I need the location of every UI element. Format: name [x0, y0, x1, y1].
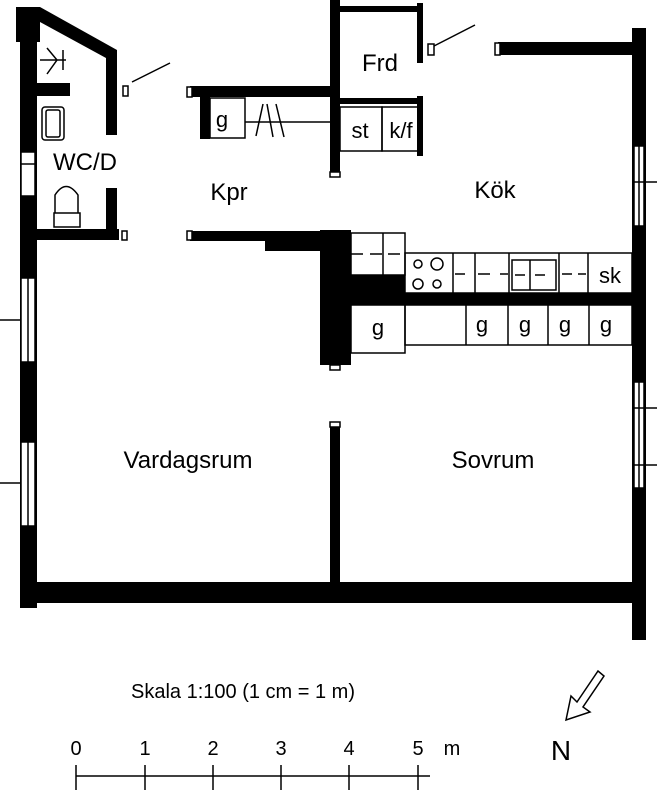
- stove-label: st: [351, 118, 368, 143]
- scale-tick: 2: [207, 738, 218, 760]
- sink-basin-icon: [511, 259, 557, 291]
- room-label-bedroom: Sovrum: [452, 447, 535, 474]
- scale-unit: m: [444, 738, 461, 760]
- fridge-label: k/f: [389, 118, 413, 143]
- windows: [0, 145, 657, 527]
- wardrobe-label: g: [559, 312, 571, 337]
- walls: [16, 0, 646, 640]
- room-label-hall: Kpr: [210, 179, 247, 206]
- hall-closet: [209, 97, 330, 139]
- scale-tick: 3: [275, 738, 286, 760]
- sink-label: sk: [599, 263, 622, 288]
- room-label-living: Vardagsrum: [124, 447, 253, 474]
- scale-tick: 4: [343, 738, 354, 760]
- wc-fixtures: [40, 47, 81, 228]
- scale-bar: [75, 765, 430, 790]
- wardrobe-label: g: [519, 312, 531, 337]
- wardrobe-label: g: [476, 312, 488, 337]
- scale-tick: 1: [139, 738, 150, 760]
- shower-icon: [40, 47, 66, 75]
- wardrobe-label: g: [600, 312, 612, 337]
- kitchen-fixtures: [339, 106, 633, 354]
- room-label-kitchen: Kök: [474, 177, 516, 204]
- toilet-icon: [53, 185, 81, 228]
- scale-tick: 0: [70, 738, 81, 760]
- wardrobe-label: g: [372, 315, 384, 340]
- scale-label: Skala 1:100 (1 cm = 1 m): [131, 681, 355, 703]
- north-label: N: [551, 735, 571, 766]
- north-arrow-icon: [564, 669, 606, 722]
- sink-icon: [41, 106, 65, 141]
- room-label-wc: WC/D: [53, 149, 117, 176]
- room-label-pantry: Frd: [362, 50, 398, 77]
- scale-tick: 5: [412, 738, 423, 760]
- wardrobe-label: g: [216, 107, 228, 132]
